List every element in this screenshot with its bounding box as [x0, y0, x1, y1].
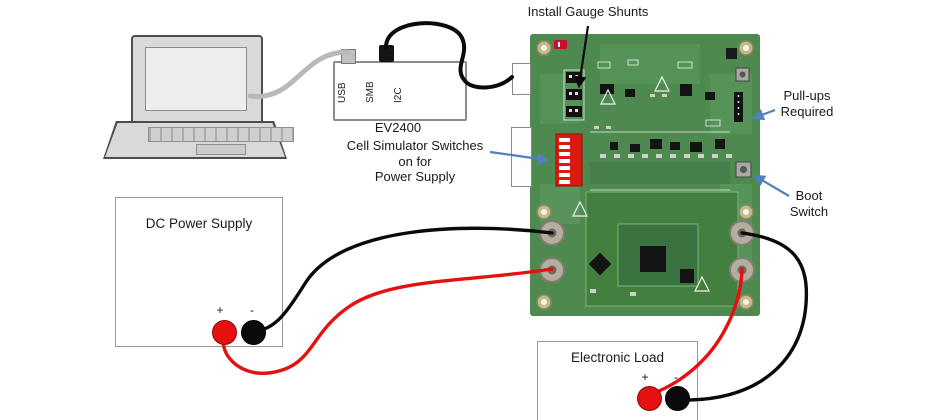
install-gauge-shunts-label: Install Gauge Shunts [527, 4, 649, 19]
load-plus-label: + [641, 370, 649, 384]
electronic-load-title: Electronic Load [570, 350, 665, 365]
laptop-display [145, 47, 247, 111]
pull-ups-header [734, 92, 743, 122]
pcb-passives [590, 94, 732, 296]
dc-power-supply-title: DC Power Supply [145, 216, 253, 231]
ev2400-usb-connector [341, 49, 356, 64]
cell-simulator-dip-switch [555, 133, 583, 187]
load-minus-label: - [674, 370, 678, 384]
dc-supply-negative-terminal [241, 320, 266, 345]
pull-ups-line1: Pull-ups [783, 88, 831, 103]
pull-ups-line2: Required [780, 103, 834, 119]
pcb-board-graphic [530, 34, 760, 316]
laptop-touchpad [196, 144, 246, 155]
cell-simulator-line1: Cell Simulator Switches [346, 138, 484, 153]
ev2400-smb-connector [379, 45, 394, 62]
cell-simulator-label: Cell Simulator Switches on for Power Sup… [330, 138, 500, 185]
dc-supply-minus-label: - [250, 303, 254, 317]
pull-ups-required-label: Pull-ups Required [772, 88, 842, 119]
dc-supply-positive-terminal [212, 320, 237, 345]
dc-supply-plus-label: + [216, 303, 224, 317]
boot-switch-line1: Boot [795, 188, 823, 203]
ev2400-port-label-usb: USB [337, 82, 348, 103]
laptop-keyboard [148, 127, 294, 142]
ev2400-port-label-i2c: I2C [393, 87, 404, 103]
evaluation-board [530, 34, 760, 316]
boot-switch-button [735, 161, 752, 178]
board-comm-connector [512, 63, 531, 95]
ev2400-port-label-smb: SMB [365, 81, 376, 103]
load-negative-terminal [665, 386, 690, 411]
boot-switch-label: Boot Switch [780, 188, 838, 219]
pcb-central-zones [585, 162, 739, 307]
load-positive-terminal [637, 386, 662, 411]
supply-black-wire [255, 226, 554, 333]
cell-simulator-line2: on for [398, 153, 432, 169]
cell-simulator-line3: Power Supply [374, 169, 456, 184]
pcb-silkscreen [590, 59, 730, 191]
top-right-button [726, 48, 750, 82]
gauge-shunt-headers [563, 69, 585, 121]
ev2400-label: EV2400 [374, 120, 422, 135]
board-cell-connector [511, 127, 532, 187]
boot-switch-line2: Switch [789, 203, 829, 219]
ti-logo [554, 40, 567, 49]
